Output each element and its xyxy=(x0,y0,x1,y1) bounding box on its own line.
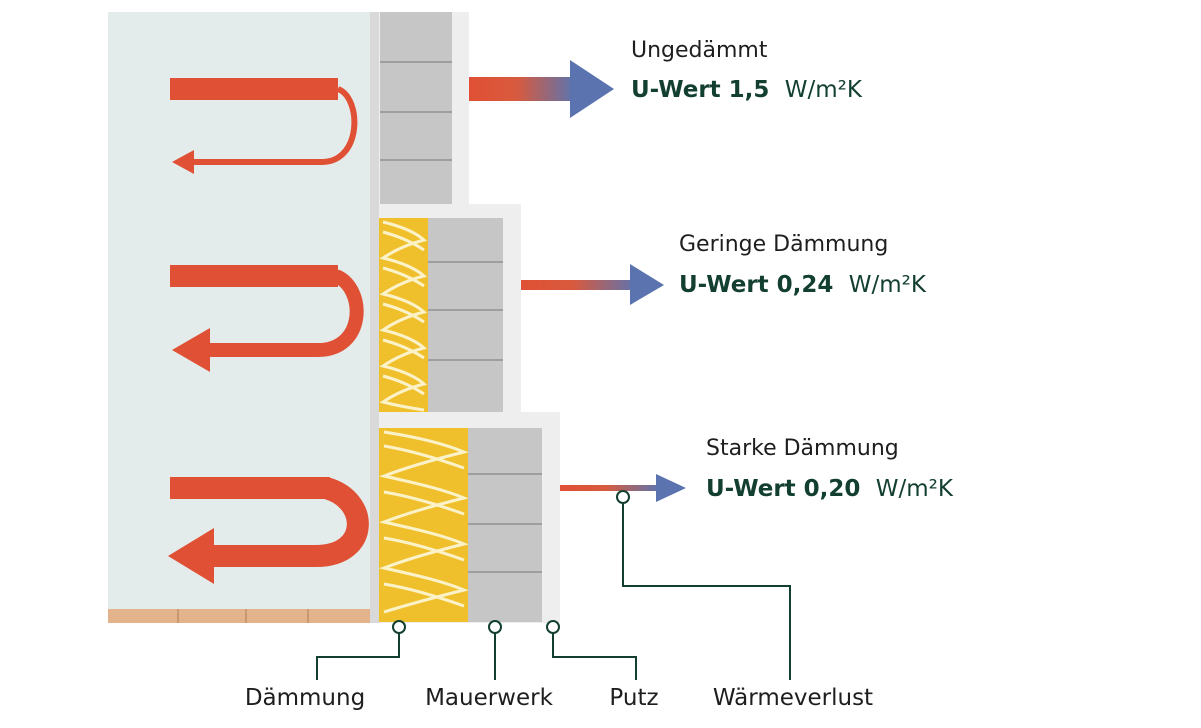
wall-low-insulation xyxy=(379,204,521,412)
interior-plaster xyxy=(370,12,379,623)
marker-putz xyxy=(546,620,560,634)
heat-arrow-1 xyxy=(170,78,358,174)
marker-mauerwerk xyxy=(488,620,502,634)
u-unit-low: W/m²K xyxy=(849,272,927,298)
u-value-uninsulated: U-Wert 1,5 W/m²K xyxy=(631,77,863,103)
u-value-low: U-Wert 0,24 W/m²K xyxy=(679,272,927,298)
u-label-uninsulated: U-Wert 1,5 xyxy=(631,77,769,103)
wall-strong-insulation xyxy=(378,412,560,623)
heat-loss-arrow-low xyxy=(521,264,664,305)
floor xyxy=(108,609,370,623)
heat-loss-arrow-strong xyxy=(560,474,686,502)
marker-waermeverlust xyxy=(616,490,630,504)
u-unit-uninsulated: W/m²K xyxy=(785,77,863,103)
u-value-strong: U-Wert 0,20 W/m²K xyxy=(706,476,954,502)
insulation-wool-strong xyxy=(378,430,469,614)
u-label-low: U-Wert 0,24 xyxy=(679,272,833,298)
legend-putz: Putz xyxy=(609,685,658,711)
u-label-strong: U-Wert 0,20 xyxy=(706,476,860,502)
leader-daemmung xyxy=(316,633,400,680)
marker-daemmung xyxy=(392,620,406,634)
wall-uninsulated xyxy=(379,12,469,204)
leader-waermeverlust xyxy=(622,503,791,680)
legend-daemmung: Dämmung xyxy=(245,685,365,711)
section-title-low: Geringe Dämmung xyxy=(679,232,888,257)
section-title-strong: Starke Dämmung xyxy=(706,436,899,461)
heat-arrow-2 xyxy=(170,265,364,372)
insulation-wool-low xyxy=(379,220,428,412)
leader-putz xyxy=(552,633,637,680)
u-unit-strong: W/m²K xyxy=(876,476,954,502)
room-interior xyxy=(108,12,370,612)
section-title-uninsulated: Ungedämmt xyxy=(631,38,768,63)
heat-arrow-3 xyxy=(168,477,369,584)
legend-waermeverlust: Wärmeverlust xyxy=(713,685,873,711)
heat-loss-arrow-uninsulated xyxy=(469,60,614,118)
legend-mauerwerk: Mauerwerk xyxy=(425,685,554,711)
